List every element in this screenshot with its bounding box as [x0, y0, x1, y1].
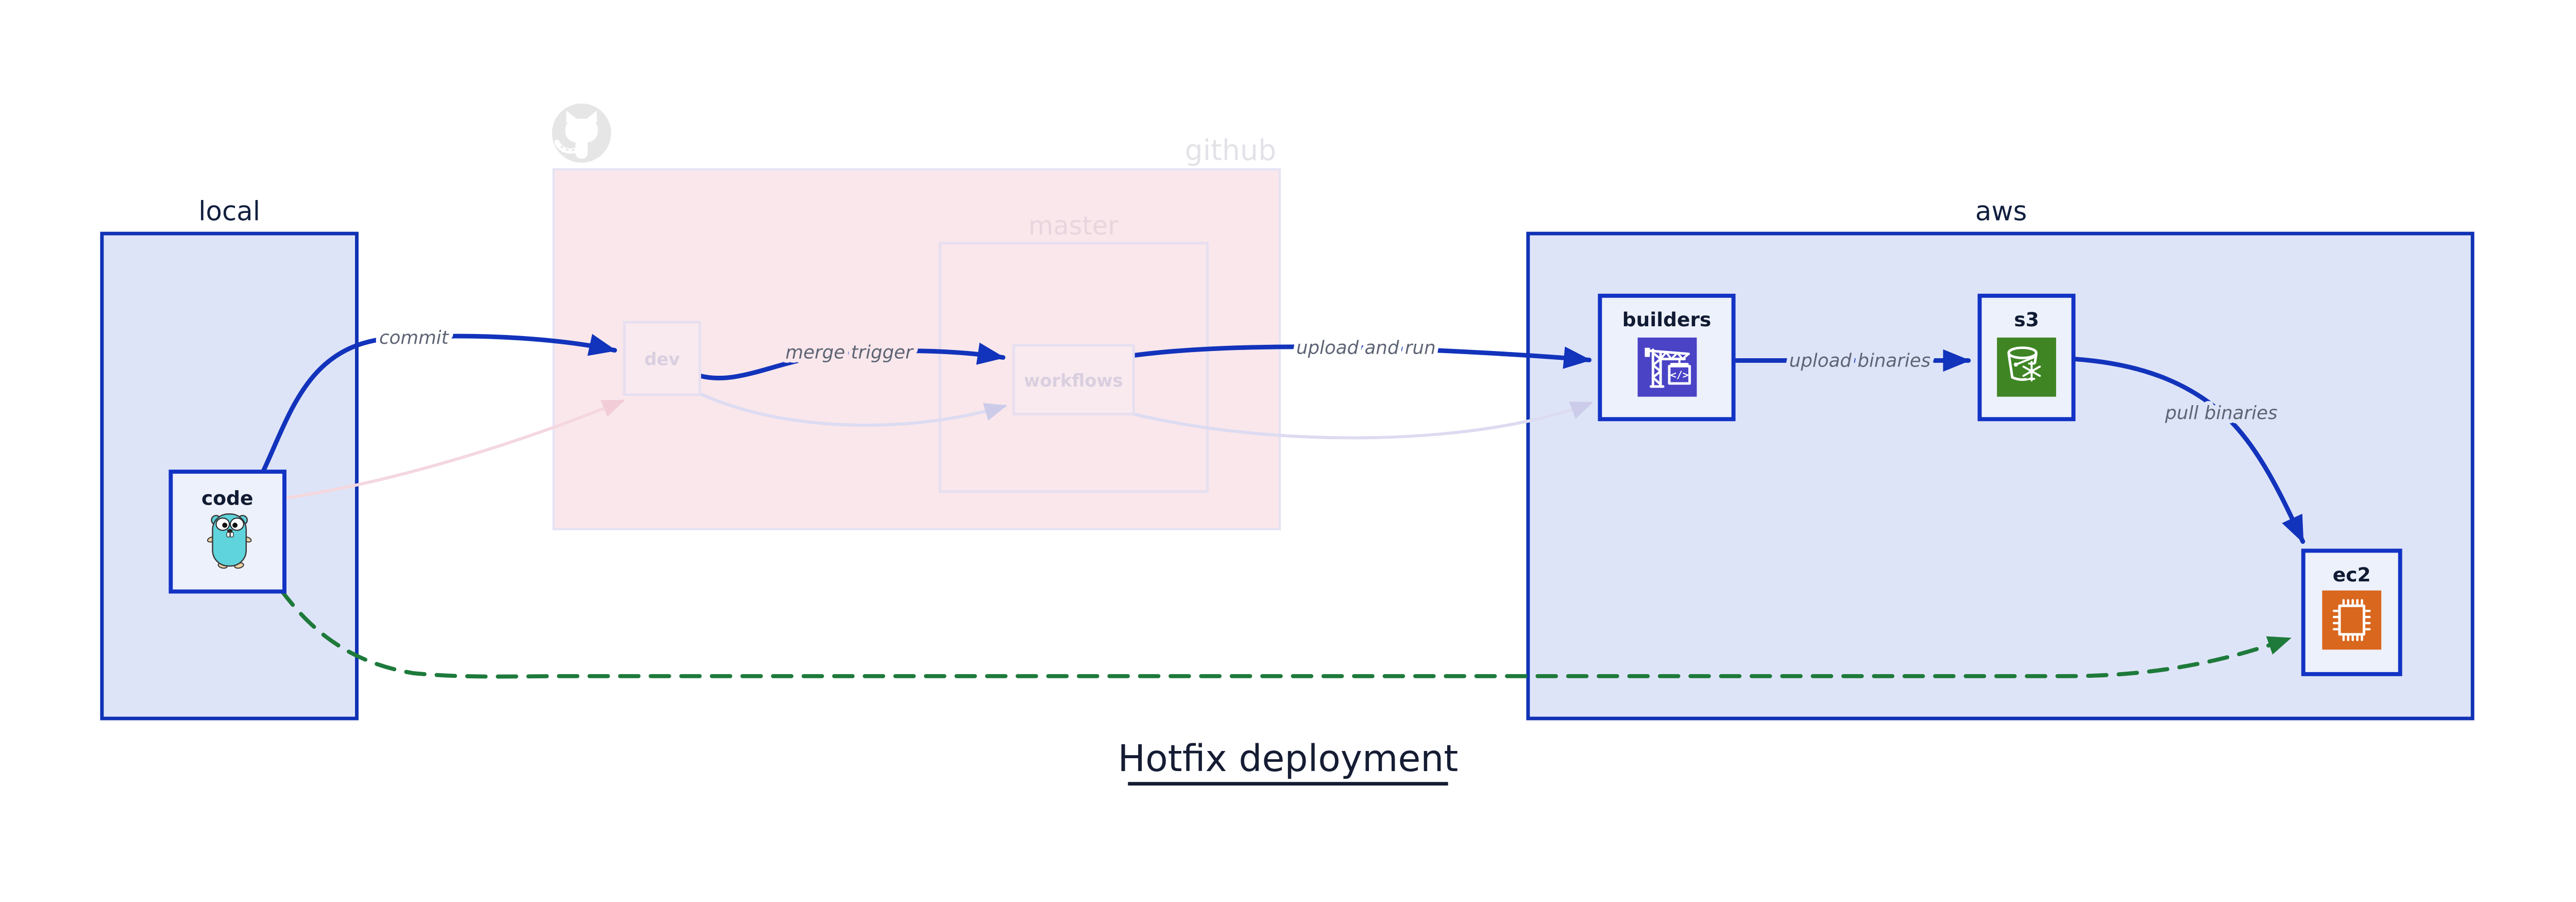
aws-ec2-chip-icon — [2322, 590, 2382, 650]
diagram-title: Hotfix deployment — [1118, 737, 1459, 780]
master-branch-label: master — [1028, 211, 1118, 241]
faded-edge-dev-to-workflows — [698, 392, 1007, 427]
edge-merge-trigger — [697, 342, 1006, 380]
edge-label-pull-binaries: pull binaries — [2164, 403, 2277, 424]
node-builders-label: builders — [1622, 308, 1711, 331]
faded-edge-code-to-dev — [283, 399, 625, 500]
github-group-label: github — [1185, 135, 1277, 168]
faded-edge-workflows-to-builders — [1132, 401, 1594, 440]
edge-label-commit: commit — [379, 327, 450, 348]
node-code-label: code — [201, 487, 253, 509]
node-dev — [623, 321, 701, 396]
local-group-label: local — [198, 196, 260, 227]
node-workflows-label: workflows — [1024, 371, 1123, 391]
aws-s3-bucket-snowflake-icon — [1997, 337, 2056, 397]
node-ec2-label: ec2 — [2333, 563, 2371, 586]
node-s3-label: s3 — [2014, 308, 2039, 331]
github-octocat-icon — [552, 103, 612, 163]
master-branch-box — [938, 242, 1209, 493]
aws-group-label: aws — [1975, 196, 2027, 227]
node-workflows — [1012, 344, 1135, 415]
node-dev-label: dev — [645, 349, 680, 369]
edge-commit — [261, 333, 617, 474]
edge-label-merge-trigger: merge trigger — [786, 342, 914, 363]
svg-text:</>: </> — [1670, 369, 1689, 381]
edge-label-upload-and-run: upload and run — [1296, 338, 1436, 359]
edge-label-upload-binaries: upload binaries — [1789, 350, 1930, 371]
go-gopher-icon — [207, 513, 252, 569]
aws-codebuild-crane-icon: </> — [1637, 337, 1697, 397]
edge-pull-binaries — [2071, 357, 2306, 544]
edge-hotfix-code-to-ec2 — [279, 588, 2292, 679]
edge-upload-and-run — [1131, 344, 1592, 369]
